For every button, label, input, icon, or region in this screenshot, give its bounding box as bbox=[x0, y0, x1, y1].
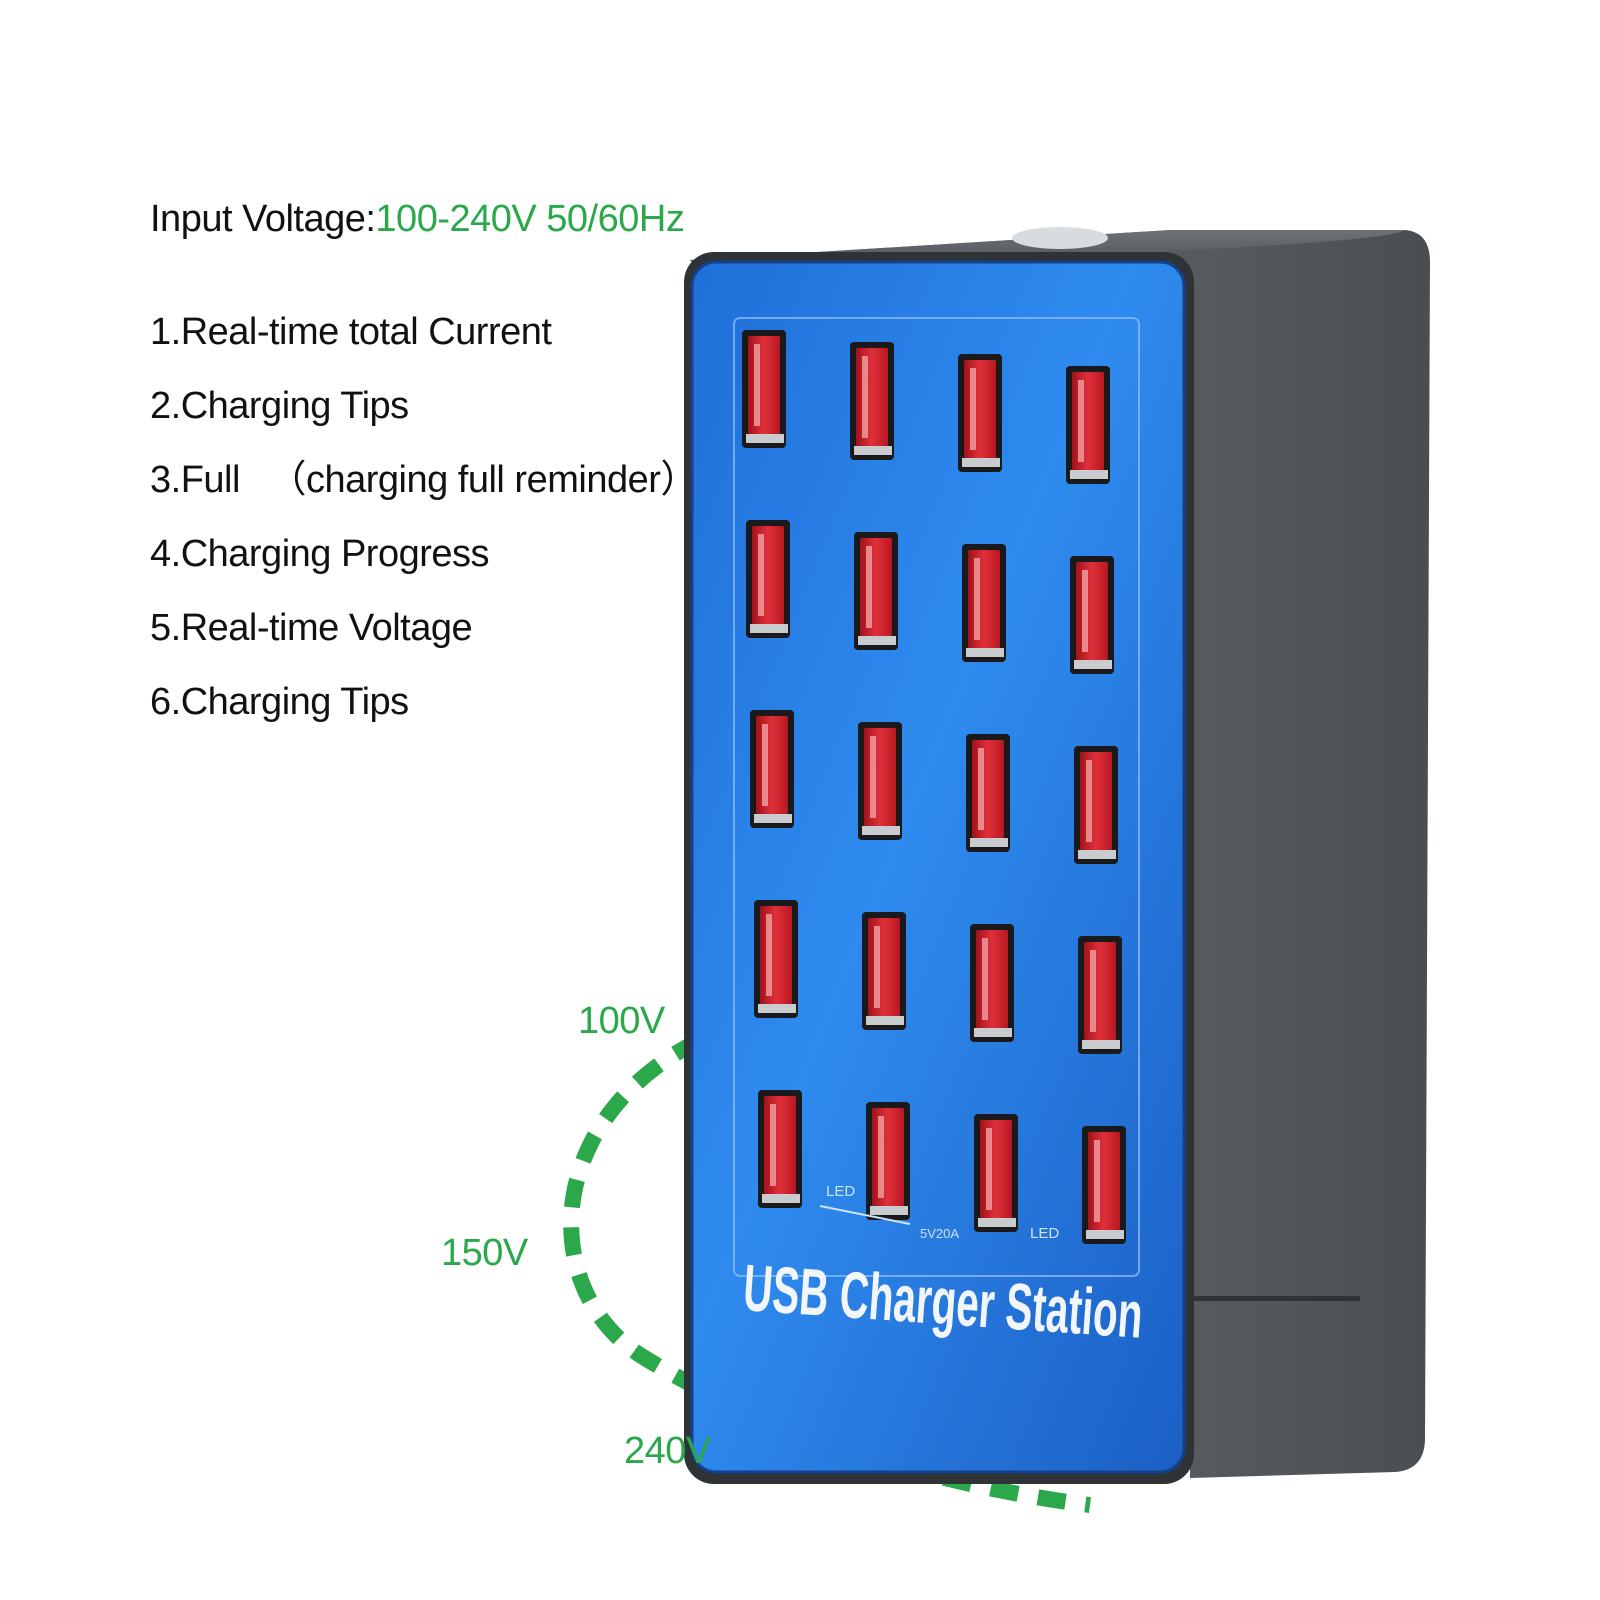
feature-item: 1.Real-time total Current bbox=[150, 311, 552, 353]
voltage-label-150: 150V bbox=[441, 1232, 528, 1274]
usb-port bbox=[850, 342, 894, 460]
usb-port bbox=[974, 1114, 1018, 1232]
spec-value: 100-240V 50/60Hz bbox=[375, 198, 685, 240]
usb-port bbox=[750, 710, 794, 828]
led-label-left: LED bbox=[826, 1183, 855, 1200]
feature-list: 1.Real-time total Current 2.Charging Tip… bbox=[150, 310, 698, 754]
voltage-label-240: 240V bbox=[624, 1430, 711, 1472]
usb-port bbox=[742, 330, 786, 448]
usb-port bbox=[862, 912, 906, 1030]
led-label-right: LED bbox=[1030, 1225, 1059, 1242]
input-voltage-spec: Input Voltage:100-240V 50/60Hz bbox=[150, 198, 685, 241]
feature-item: 2.Charging Tips bbox=[150, 385, 409, 427]
usb-port bbox=[962, 544, 1006, 662]
voltage-label-100: 100V bbox=[578, 1000, 665, 1042]
feature-item: 5.Real-time Voltage bbox=[150, 607, 473, 649]
power-port-icon bbox=[1012, 227, 1108, 249]
usb-port bbox=[854, 532, 898, 650]
usb-port bbox=[754, 900, 798, 1018]
usb-port bbox=[1070, 556, 1114, 674]
usb-port bbox=[866, 1102, 910, 1220]
usb-port bbox=[1066, 366, 1110, 484]
front-panel bbox=[690, 260, 1186, 1474]
spec-label: Input Voltage: bbox=[150, 198, 376, 240]
usb-port-grid bbox=[742, 330, 1126, 1244]
feature-item: 3.Full （charging full reminder） bbox=[150, 459, 698, 501]
usb-port bbox=[1082, 1126, 1126, 1244]
rating-label: 5V20A bbox=[920, 1226, 959, 1241]
panel-divider bbox=[819, 1205, 911, 1225]
usb-port bbox=[746, 520, 790, 638]
feature-item: 6.Charging Tips bbox=[150, 681, 409, 723]
usb-port bbox=[758, 1090, 802, 1208]
usb-port bbox=[1074, 746, 1118, 864]
usb-port bbox=[966, 734, 1010, 852]
usb-port bbox=[1078, 936, 1122, 1054]
usb-port bbox=[970, 924, 1014, 1042]
port-frame bbox=[733, 317, 1140, 1277]
feature-item: 4.Charging Progress bbox=[150, 533, 490, 575]
voltage-arc bbox=[563, 1032, 1091, 1513]
usb-port bbox=[858, 722, 902, 840]
usb-port bbox=[958, 354, 1002, 472]
